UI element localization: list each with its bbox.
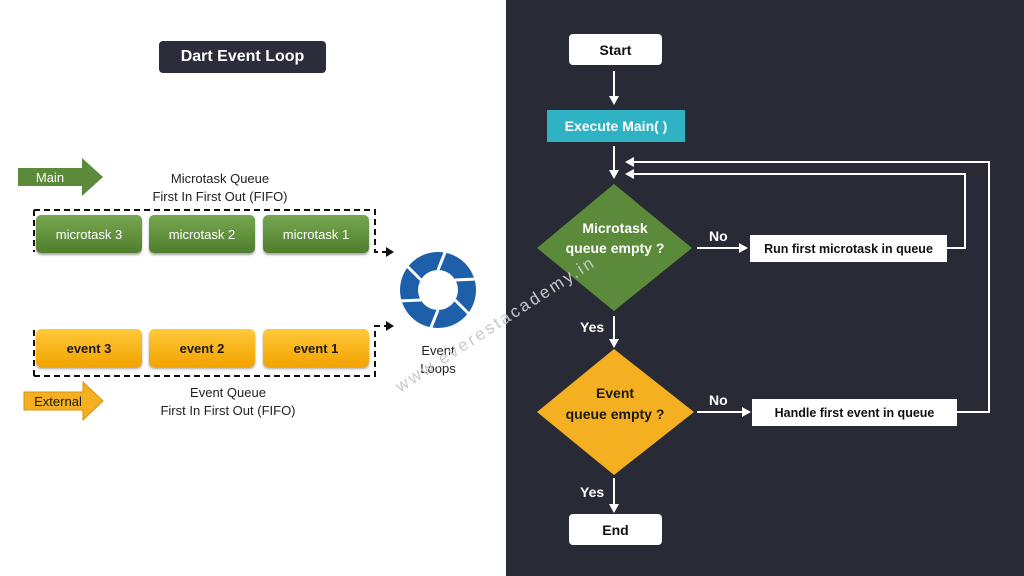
arrowhead (742, 407, 751, 417)
microtask-item: microtask 2 (149, 215, 255, 253)
arrowhead (609, 170, 619, 179)
microtask-decision-label-line1: Microtask (582, 220, 648, 236)
microtask-decision-diamond (537, 184, 692, 311)
event-decision-label-line2: queue empty ? (565, 406, 665, 422)
microtask-queue-subtitle: First In First Out (FIFO) (152, 189, 288, 204)
event-yes-label: Yes (580, 484, 605, 500)
event-loop-cycle-icon (398, 249, 478, 331)
microtask-arrowhead (386, 247, 394, 257)
event-decision-label-line1: Event (595, 385, 635, 401)
event-decision-diamond (537, 349, 694, 475)
main-arrow-label: Main (35, 169, 65, 185)
event-arrowhead (386, 321, 394, 331)
left-connectors (18, 158, 478, 422)
arrowhead (625, 169, 634, 179)
handle-event-node: Handle first event in queue (752, 399, 957, 426)
event-loops-label-line1: Event (421, 343, 455, 358)
loop-back-microtask (633, 173, 966, 249)
microtask-yes-label: Yes (580, 319, 605, 335)
arrowhead (609, 339, 619, 348)
run-microtask-node: Run first microtask in queue (750, 235, 947, 262)
microtask-decision-label-line2: queue empty ? (565, 240, 665, 256)
end-node: End (569, 514, 662, 545)
arrowhead (739, 243, 748, 253)
event-no-label: No (709, 392, 728, 408)
event-loops-label-line2: Loops (420, 361, 456, 376)
external-arrow-shape (23, 380, 104, 422)
microtask-dashed-path (34, 209, 387, 253)
microtask-no-label: No (709, 228, 728, 244)
arrowhead (625, 157, 634, 167)
diagram-title: Dart Event Loop (159, 41, 326, 73)
start-node: Start (569, 34, 662, 65)
loop-back-event (633, 161, 990, 413)
microtask-item: microtask 3 (36, 215, 142, 253)
arrowhead (609, 504, 619, 513)
microtask-item: microtask 1 (263, 215, 369, 253)
main-arrow-shape (18, 158, 103, 196)
microtask-queue-title: Microtask Queue (170, 171, 270, 186)
event-item: event 2 (149, 329, 255, 367)
event-item: event 1 (263, 329, 369, 367)
event-queue-subtitle: First In First Out (FIFO) (160, 403, 296, 418)
event-item: event 3 (36, 329, 142, 367)
execute-main-node: Execute Main( ) (547, 110, 685, 142)
arrowhead (609, 96, 619, 105)
event-queue-title: Event Queue (190, 385, 266, 400)
event-dashed-path (34, 325, 387, 377)
external-arrow-label: External (34, 393, 82, 409)
